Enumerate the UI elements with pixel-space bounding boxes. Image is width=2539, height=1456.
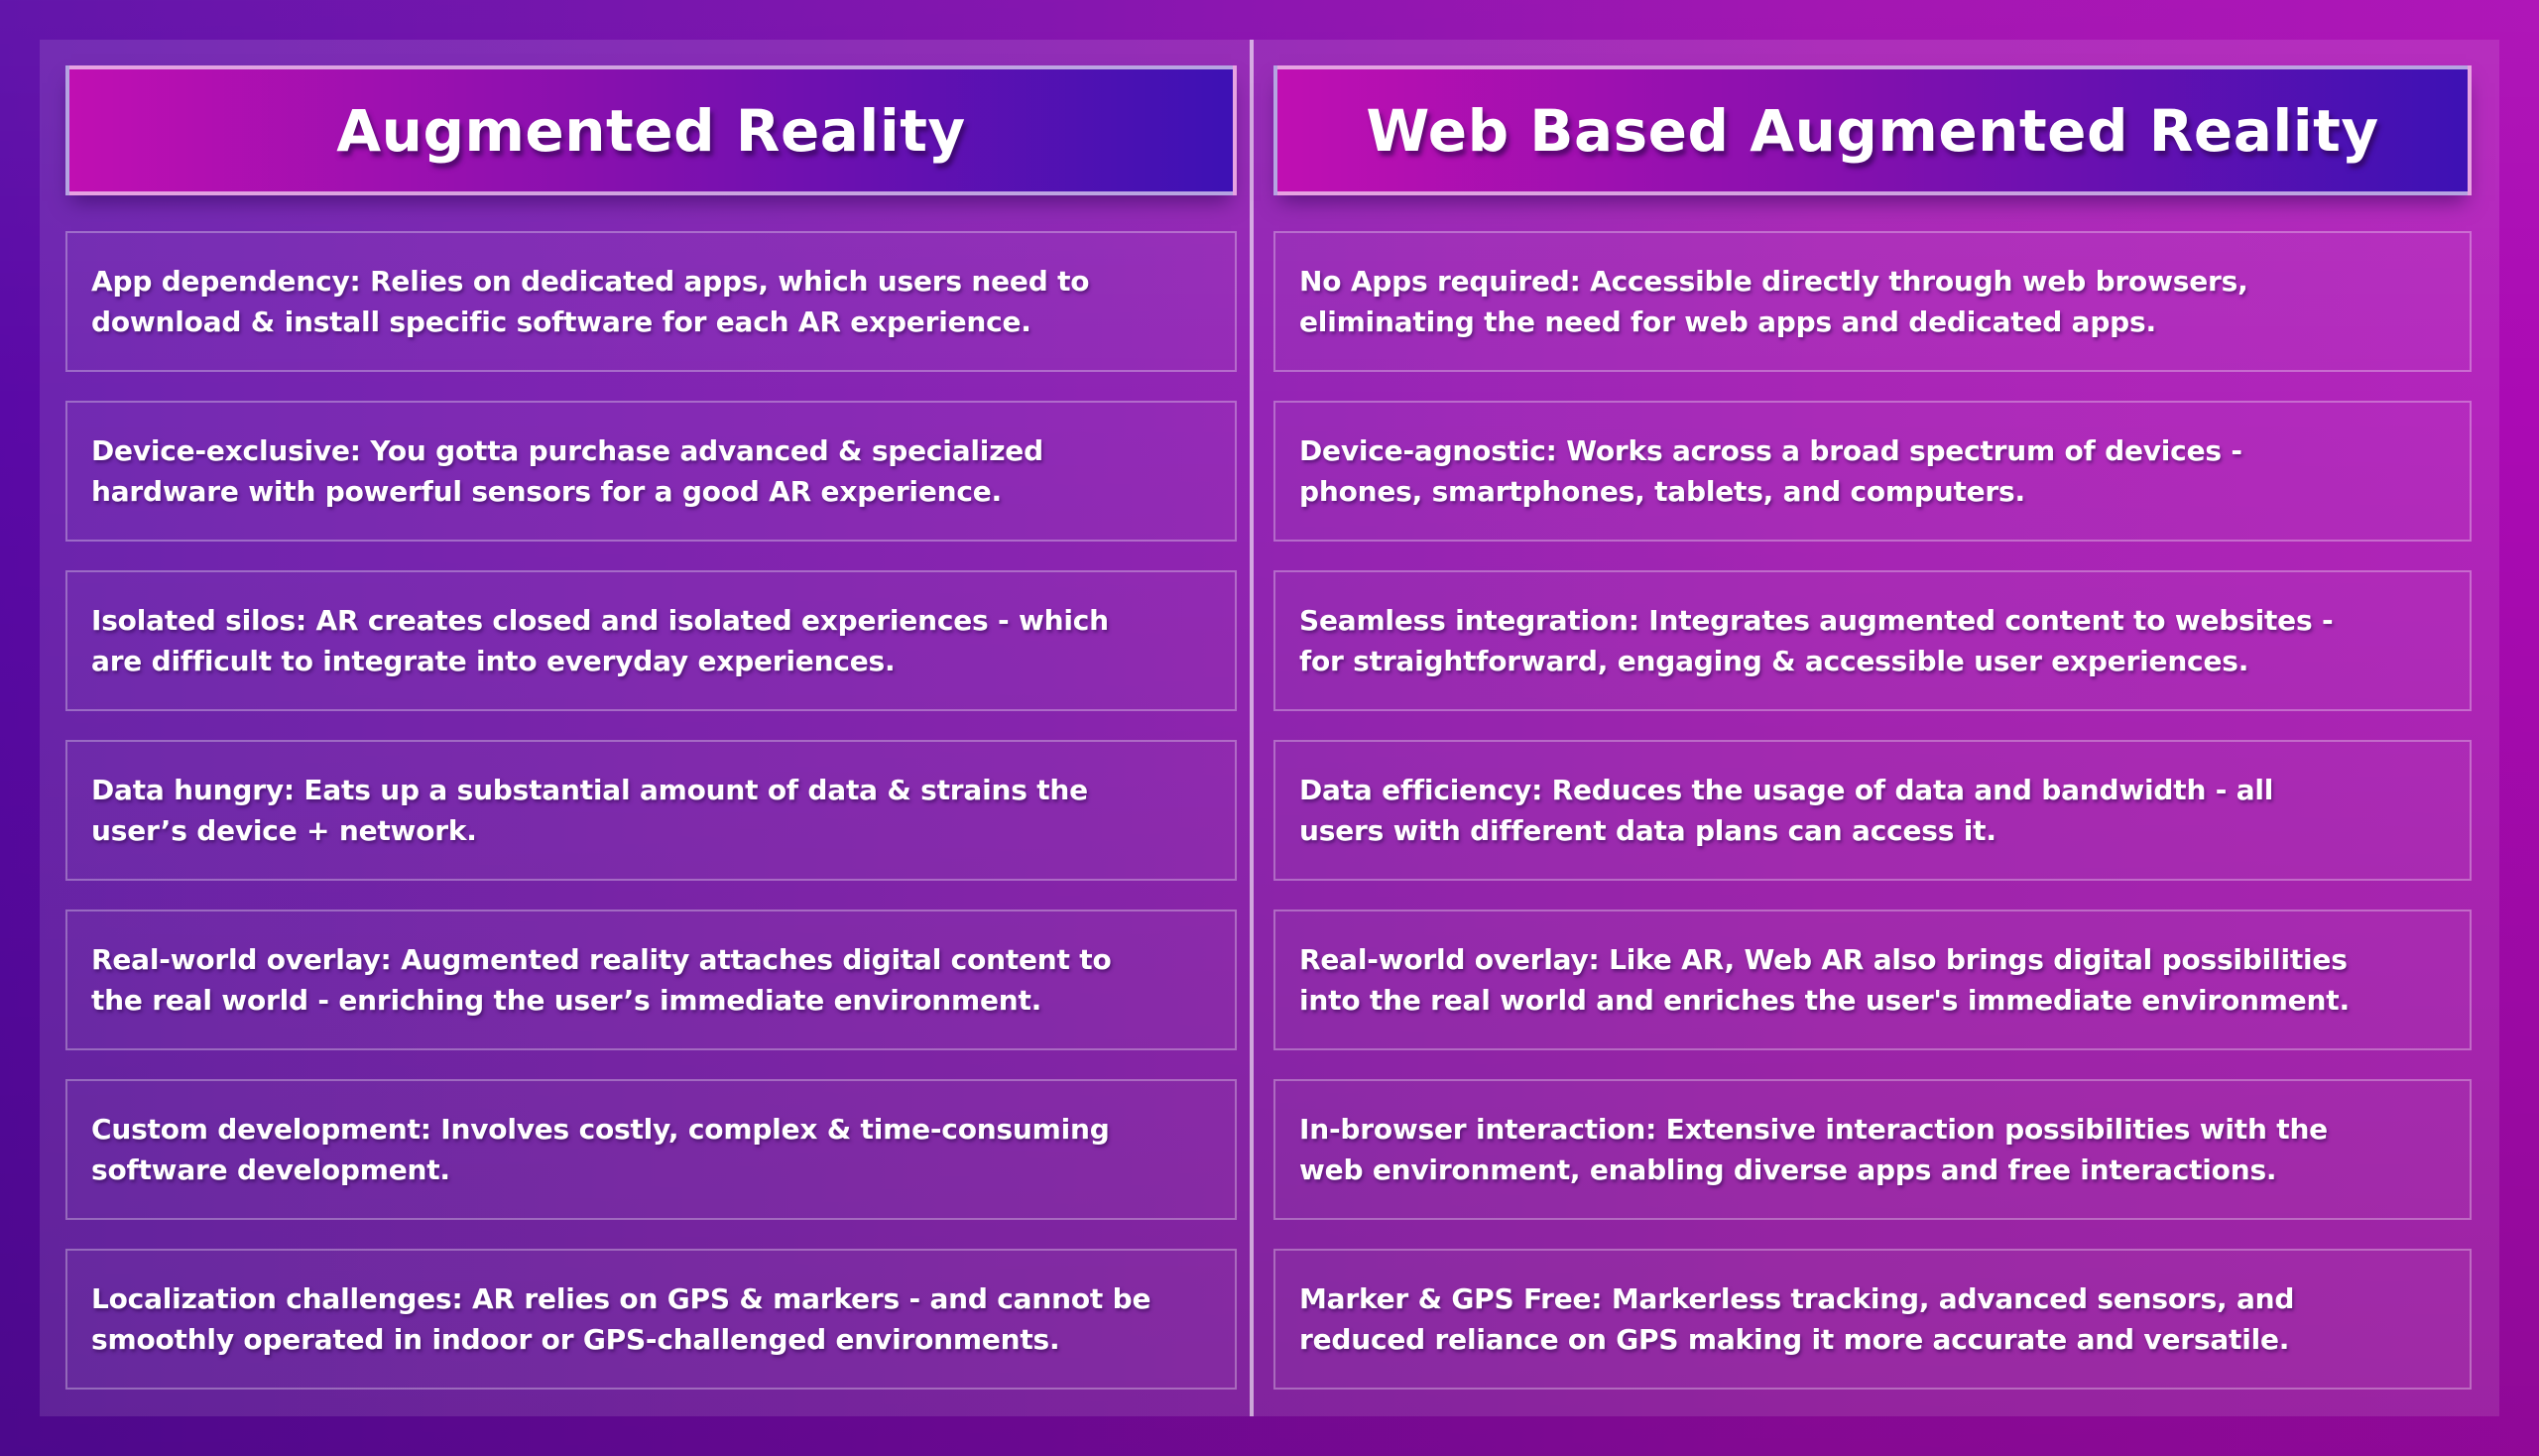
row-text-webar-7: Marker & GPS Free: Markerless tracking, … (1299, 1282, 2295, 1356)
column-title-ar: Augmented Reality (336, 96, 966, 165)
row-ar-device-exclusive: Device-exclusive: You gotta purchase adv… (65, 401, 1237, 542)
column-title-webar: Web Based Augmented Reality (1366, 96, 2379, 165)
row-text-webar-6: In-browser interaction: Extensive intera… (1299, 1113, 2328, 1186)
row-ar-localization-challenges: Localization challenges: AR relies on GP… (65, 1249, 1237, 1390)
rows-webar: No Apps required: Accessible directly th… (1273, 231, 2472, 1390)
column-augmented-reality: Augmented Reality App dependency: Relies… (65, 65, 1237, 1390)
row-webar-device-agnostic: Device-agnostic: Works across a broad sp… (1273, 401, 2472, 542)
row-text-ar-3: Isolated silos: AR creates closed and is… (91, 604, 1109, 677)
row-ar-isolated-silos: Isolated silos: AR creates closed and is… (65, 570, 1237, 711)
column-web-based-ar: Web Based Augmented Reality No Apps requ… (1273, 65, 2472, 1390)
row-ar-custom-development: Custom development: Involves costly, com… (65, 1079, 1237, 1220)
row-webar-data-efficiency: Data efficiency: Reduces the usage of da… (1273, 740, 2472, 881)
row-text-webar-3: Seamless integration: Integrates augment… (1299, 604, 2334, 677)
row-text-webar-5: Real-world overlay: Like AR, Web AR also… (1299, 943, 2350, 1017)
row-text-webar-1: No Apps required: Accessible directly th… (1299, 265, 2248, 338)
row-text-ar-5: Real-world overlay: Augmented reality at… (91, 943, 1112, 1017)
row-text-ar-4: Data hungry: Eats up a substantial amoun… (91, 774, 1088, 847)
row-ar-real-world-overlay: Real-world overlay: Augmented reality at… (65, 910, 1237, 1050)
row-text-webar-4: Data efficiency: Reduces the usage of da… (1299, 774, 2274, 847)
column-header-ar: Augmented Reality (65, 65, 1237, 195)
row-text-ar-2: Device-exclusive: You gotta purchase adv… (91, 434, 1043, 508)
row-webar-no-apps-required: No Apps required: Accessible directly th… (1273, 231, 2472, 372)
row-text-webar-2: Device-agnostic: Works across a broad sp… (1299, 434, 2242, 508)
row-text-ar-6: Custom development: Involves costly, com… (91, 1113, 1110, 1186)
row-webar-marker-gps-free: Marker & GPS Free: Markerless tracking, … (1273, 1249, 2472, 1390)
comparison-panel: Augmented Reality App dependency: Relies… (40, 40, 2499, 1416)
column-divider (1250, 40, 1254, 1416)
column-header-webar: Web Based Augmented Reality (1273, 65, 2472, 195)
row-text-ar-7: Localization challenges: AR relies on GP… (91, 1282, 1151, 1356)
row-webar-seamless-integration: Seamless integration: Integrates augment… (1273, 570, 2472, 711)
row-ar-app-dependency: App dependency: Relies on dedicated apps… (65, 231, 1237, 372)
row-ar-data-hungry: Data hungry: Eats up a substantial amoun… (65, 740, 1237, 881)
rows-ar: App dependency: Relies on dedicated apps… (65, 231, 1237, 1390)
row-text-ar-1: App dependency: Relies on dedicated apps… (91, 265, 1090, 338)
row-webar-real-world-overlay: Real-world overlay: Like AR, Web AR also… (1273, 910, 2472, 1050)
row-webar-in-browser-interaction: In-browser interaction: Extensive intera… (1273, 1079, 2472, 1220)
